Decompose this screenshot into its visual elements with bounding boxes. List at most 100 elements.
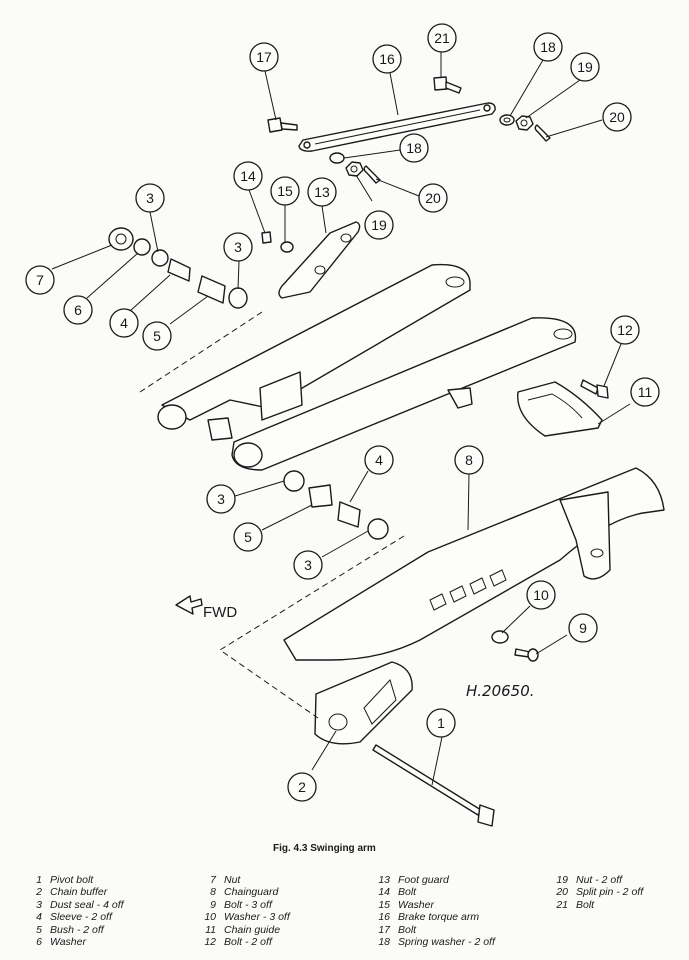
- svg-text:5: 5: [153, 328, 161, 344]
- callout-4-upper: 4: [109, 308, 139, 338]
- dust-seal-3-upper-left: [151, 249, 169, 267]
- svg-text:12: 12: [617, 322, 633, 338]
- svg-text:4: 4: [375, 452, 383, 468]
- callout-10: 10: [526, 580, 556, 610]
- exploded-diagram: FWD H.20650. 17 16 21 18: [25, 23, 665, 827]
- alignment-line-lower: [219, 535, 405, 719]
- svg-text:3: 3: [146, 190, 154, 206]
- svg-text:1: 1: [437, 715, 445, 731]
- callout-8: 8: [454, 445, 484, 475]
- chain-buffer: [314, 661, 413, 745]
- svg-text:19: 19: [371, 217, 387, 233]
- svg-text:3: 3: [217, 491, 225, 507]
- svg-text:21: 21: [434, 30, 450, 46]
- svg-text:13: 13: [314, 184, 330, 200]
- fwd-label: FWD: [203, 604, 237, 621]
- svg-text:11: 11: [638, 384, 653, 400]
- figure-caption: Fig. 4.3 Swinging arm: [273, 843, 376, 854]
- dust-seal-3-lower-left: [283, 470, 305, 492]
- drawing-ref: H.20650.: [466, 682, 535, 700]
- callout-11: 11: [630, 377, 660, 407]
- svg-text:9: 9: [579, 620, 587, 636]
- callout-7: 7: [25, 265, 55, 295]
- callout-3-lower-right: 3: [293, 550, 323, 580]
- fwd-arrow: FWD: [175, 595, 237, 621]
- callout-19-upper: 19: [570, 52, 600, 82]
- callout-1: 1: [426, 708, 456, 738]
- washer-10: [491, 630, 509, 644]
- callout-17: 17: [249, 42, 279, 72]
- svg-text:15: 15: [277, 183, 293, 199]
- alignment-line-upper: [139, 311, 263, 393]
- bush-5-upper: [197, 275, 226, 304]
- svg-text:20: 20: [609, 109, 625, 125]
- svg-text:14: 14: [240, 168, 256, 184]
- callout-6: 6: [63, 295, 93, 325]
- split-pin-20-lower: [363, 165, 381, 184]
- bolt-21: [433, 76, 462, 94]
- callout-9: 9: [568, 613, 598, 643]
- bolt-14: [261, 231, 272, 244]
- svg-text:16: 16: [379, 51, 395, 67]
- svg-text:7: 7: [36, 272, 44, 288]
- callout-5-upper: 5: [142, 321, 172, 351]
- callout-12: 12: [610, 315, 640, 345]
- svg-text:10: 10: [533, 587, 549, 603]
- foot-guard: [278, 221, 361, 299]
- dust-seal-3-upper-right: [228, 287, 248, 309]
- split-pin-20-upper: [534, 124, 551, 142]
- leader-lines: [51, 52, 631, 786]
- svg-text:5: 5: [244, 529, 252, 545]
- callout-15: 15: [270, 176, 300, 206]
- bolt-17: [267, 117, 298, 133]
- sleeve-4-upper: [167, 258, 191, 282]
- callout-20-upper: 20: [602, 102, 632, 132]
- svg-text:19: 19: [577, 59, 593, 75]
- callout-4-lower: 4: [364, 445, 394, 475]
- nut-19-lower: [345, 161, 364, 177]
- callout-3-upper-left: 3: [135, 183, 165, 213]
- chainguard: [283, 467, 665, 661]
- brake-torque-arm: [298, 102, 496, 152]
- svg-text:4: 4: [120, 315, 128, 331]
- nut-7: [108, 227, 134, 251]
- svg-text:2: 2: [298, 779, 306, 795]
- callout-5-lower: 5: [233, 522, 263, 552]
- callout-14: 14: [233, 161, 263, 191]
- callout-3-upper-right: 3: [223, 232, 253, 262]
- bolt-12: [580, 379, 609, 399]
- washer-6: [133, 238, 151, 256]
- callout-18-lower: 18: [399, 133, 429, 163]
- callout-16: 16: [372, 44, 402, 74]
- washer-15: [280, 241, 294, 253]
- svg-text:20: 20: [425, 190, 441, 206]
- sleeve-4-lower: [337, 501, 361, 528]
- washer-18-lower: [329, 152, 345, 164]
- callout-20-lower: 20: [418, 183, 448, 213]
- svg-text:6: 6: [74, 302, 82, 318]
- nut-19-upper: [515, 115, 534, 131]
- dust-seal-3-lower-right: [367, 518, 389, 540]
